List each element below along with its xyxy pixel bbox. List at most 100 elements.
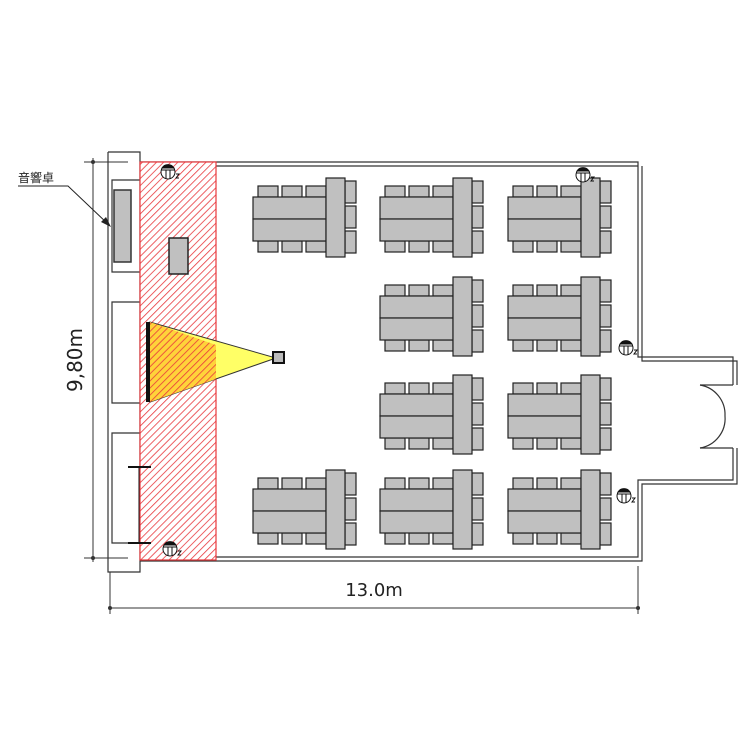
- chair: [281, 477, 303, 490]
- chair: [432, 532, 454, 545]
- head-table: [452, 276, 473, 357]
- table-group: [252, 469, 357, 550]
- chair: [408, 339, 430, 352]
- chair: [384, 339, 406, 352]
- table-groups: [252, 177, 612, 550]
- chair: [384, 185, 406, 198]
- side-rooms: [111, 179, 140, 544]
- outlet-icon: [160, 164, 180, 180]
- chair: [432, 284, 454, 297]
- height-dimension-label: 9,80m: [63, 328, 87, 392]
- chair: [432, 437, 454, 450]
- chair: [384, 382, 406, 395]
- chair: [432, 477, 454, 490]
- chair: [257, 185, 279, 198]
- chair: [560, 185, 582, 198]
- table: [507, 488, 582, 512]
- width-dimension-label: 13.0m: [345, 580, 403, 601]
- chair: [536, 382, 558, 395]
- head-table: [452, 469, 473, 550]
- head-table: [580, 177, 601, 258]
- projection-screen: [146, 322, 150, 402]
- chair: [384, 240, 406, 253]
- chair: [384, 477, 406, 490]
- chair: [471, 304, 484, 328]
- chair: [257, 477, 279, 490]
- chair: [344, 230, 357, 254]
- chair: [599, 230, 612, 254]
- chair: [599, 377, 612, 401]
- table: [507, 415, 582, 439]
- table: [252, 510, 327, 534]
- chair: [344, 497, 357, 521]
- chair: [408, 532, 430, 545]
- head-table: [580, 374, 601, 455]
- head-table: [325, 177, 346, 258]
- chair: [560, 339, 582, 352]
- table: [379, 218, 454, 242]
- table-group: [507, 374, 612, 455]
- chair: [512, 382, 534, 395]
- podium: [168, 237, 189, 275]
- chair: [599, 497, 612, 521]
- chair: [281, 185, 303, 198]
- outlet-icon: [575, 167, 595, 183]
- chair: [512, 532, 534, 545]
- chair: [560, 437, 582, 450]
- outlet-icon: [618, 340, 638, 356]
- chair: [281, 532, 303, 545]
- table: [507, 510, 582, 534]
- chair: [384, 437, 406, 450]
- outlet-icon: [616, 488, 636, 504]
- projector: [272, 351, 285, 364]
- chair: [512, 284, 534, 297]
- chair: [432, 240, 454, 253]
- chair: [599, 402, 612, 426]
- chair: [471, 377, 484, 401]
- chair: [471, 427, 484, 451]
- head-table: [580, 276, 601, 357]
- table-group: [379, 374, 484, 455]
- chair: [408, 284, 430, 297]
- table: [252, 488, 327, 512]
- chair: [384, 284, 406, 297]
- head-table: [325, 469, 346, 550]
- chair: [305, 240, 327, 253]
- chair: [536, 339, 558, 352]
- chair: [599, 205, 612, 229]
- table: [252, 218, 327, 242]
- projection-beam-overlap: [150, 322, 216, 402]
- table: [379, 295, 454, 319]
- chair: [408, 185, 430, 198]
- chair: [560, 382, 582, 395]
- head-table: [452, 177, 473, 258]
- chair: [599, 180, 612, 204]
- chair: [536, 240, 558, 253]
- chair: [281, 240, 303, 253]
- chair: [471, 329, 484, 353]
- chair: [536, 437, 558, 450]
- chair: [512, 437, 534, 450]
- chair: [471, 522, 484, 546]
- chair: [536, 185, 558, 198]
- chair: [512, 240, 534, 253]
- double-door: [699, 384, 733, 449]
- chair: [599, 329, 612, 353]
- chair: [512, 339, 534, 352]
- chair: [560, 240, 582, 253]
- chair: [432, 339, 454, 352]
- chair: [344, 472, 357, 496]
- chair: [560, 284, 582, 297]
- chair: [344, 180, 357, 204]
- table: [379, 317, 454, 341]
- table-group: [507, 177, 612, 258]
- chair: [384, 532, 406, 545]
- chair: [471, 230, 484, 254]
- table: [379, 196, 454, 220]
- chair: [536, 532, 558, 545]
- chair: [560, 532, 582, 545]
- head-table: [580, 469, 601, 550]
- chair: [599, 522, 612, 546]
